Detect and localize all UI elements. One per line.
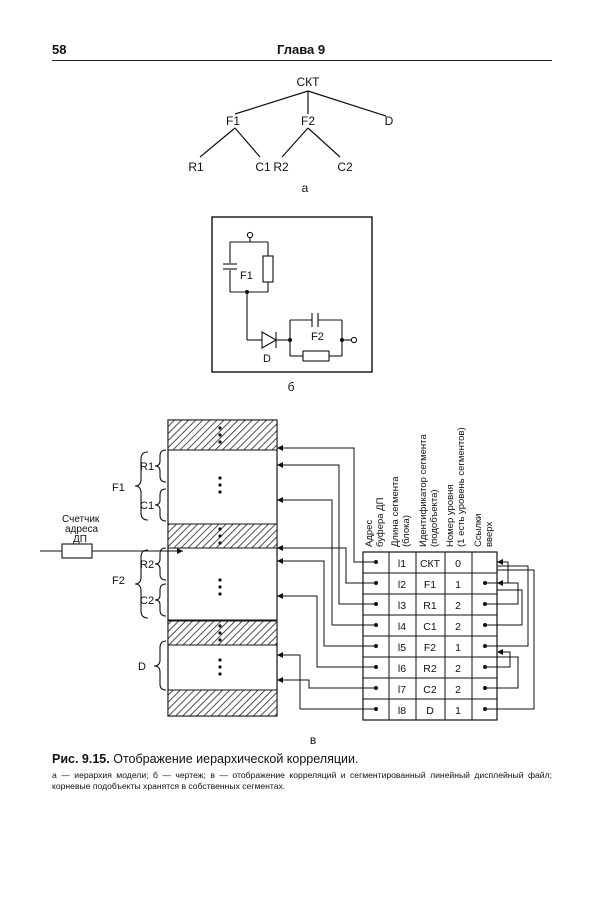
header-address-l1: Адрес	[364, 520, 375, 547]
cell-length: l7	[398, 684, 406, 696]
caption-heading: Рис. 9.15. Отображение иерархической кор…	[52, 752, 552, 767]
circuit-label-f2: F2	[311, 331, 324, 343]
cell-level: 1	[455, 642, 461, 654]
circuit-label-d: D	[263, 353, 271, 365]
circuit-frame	[211, 216, 373, 373]
caption-title: Отображение иерархической корреляции.	[113, 752, 359, 766]
cell-id: C1	[423, 621, 437, 633]
header-links-l2: вверх	[484, 522, 495, 547]
subfigure-label-b: б	[288, 380, 295, 394]
segment-table: l1 СКТ 0 l2 F1 1 l3 R1 2 l4 C1 2 l5 F2 1 l6 R2 2 l7 C2 2 l8 D 1	[362, 551, 498, 721]
tree-node-d: D	[385, 114, 394, 128]
circuit-label-f1: F1	[240, 270, 253, 282]
cell-id: R1	[423, 600, 437, 612]
cell-level: 2	[455, 621, 461, 633]
cell-level: 2	[455, 600, 461, 612]
tree-node-f2: F2	[301, 114, 315, 128]
cell-length: l3	[398, 600, 406, 612]
header-level-l2: (1 есть уровень сегментов)	[456, 427, 467, 547]
cell-id: СКТ	[420, 558, 441, 570]
brace-label-c2: C2	[140, 595, 154, 607]
cell-level: 2	[455, 684, 461, 696]
column-headers: Адрес буфера ДП Длина сегмента (блока) И…	[364, 427, 495, 547]
brace-label-c1: C1	[140, 500, 154, 512]
tree-root: СКТ	[297, 75, 321, 89]
chapter-title: Глава 9	[277, 42, 326, 57]
circuit-drawing: F1 F2 D б	[211, 216, 373, 394]
cell-level: 1	[455, 579, 461, 591]
brace-label-d: D	[138, 661, 146, 673]
display-file-column	[167, 419, 278, 717]
brace-label-r2: R2	[140, 559, 154, 571]
hierarchy-tree: СКТ F1 F2 D R1 C1 R2 C2 а	[188, 75, 393, 195]
tree-leaf-c2: C2	[337, 160, 353, 174]
cell-length: l1	[398, 558, 406, 570]
header-links-l1: Ссылки	[473, 514, 484, 547]
caption-label: Рис. 9.15.	[52, 752, 110, 766]
pointer-arrowheads	[277, 445, 378, 711]
ellipsis-dots	[218, 426, 222, 676]
cell-level: 2	[455, 663, 461, 675]
header-rule	[52, 60, 552, 61]
segment-header-d	[167, 620, 278, 646]
cell-level: 0	[455, 558, 461, 570]
segment-tail	[167, 689, 278, 717]
caption-body: а — иерархия модели; б — чертеж; в — ото…	[52, 770, 552, 791]
upward-link-markers	[483, 559, 503, 711]
cell-id: F1	[424, 579, 436, 591]
cell-id: F2	[424, 642, 436, 654]
tree-leaf-c1: C1	[255, 160, 271, 174]
counter-label-line2: адреса	[65, 524, 99, 535]
cell-length: l4	[398, 621, 406, 633]
cell-level: 1	[455, 705, 461, 717]
tree-edges	[199, 90, 387, 158]
counter-box	[61, 543, 93, 559]
counter-label-line1: Счетчик	[62, 514, 100, 525]
subfigure-label-v: в	[310, 733, 316, 747]
tree-leaf-r2: R2	[273, 160, 289, 174]
brace-label-f1: F1	[112, 482, 125, 494]
cell-length: l8	[398, 705, 406, 717]
circuit-wires	[223, 231, 358, 362]
display-file-mapping: F1 F2 D R1 C1 R2 C2 Счетчик адреса ДП	[40, 419, 535, 747]
counter-label-line3: ДП	[73, 534, 87, 545]
header-address-l2: буфера ДП	[375, 497, 386, 547]
cell-length: l2	[398, 579, 406, 591]
address-pointers	[277, 447, 376, 710]
table-rows: l1 СКТ 0 l2 F1 1 l3 R1 2 l4 C1 2 l5 F2 1 l6 R2 2 l7 C2 2 l8 D 1	[398, 558, 461, 717]
header-id-l2: (подобъекта)	[429, 489, 440, 547]
page-number: 58	[52, 42, 67, 57]
figure-caption: Рис. 9.15. Отображение иерархической кор…	[52, 752, 552, 792]
segment-header-f2	[167, 523, 278, 549]
subfigure-label-a: а	[302, 181, 309, 195]
cell-id: C2	[423, 684, 437, 696]
header-id-l1: Идентификатор сегмента	[418, 434, 429, 547]
header-length-l1: Длина сегмента	[390, 476, 401, 547]
brace-label-f2: F2	[112, 575, 125, 587]
header-length-l2: (блока)	[401, 515, 412, 547]
cell-length: l6	[398, 663, 406, 675]
brace-label-r1: R1	[140, 461, 154, 473]
braces	[134, 449, 167, 691]
cell-id: R2	[423, 663, 437, 675]
header-level-l1: Номер уровня	[445, 484, 456, 547]
segment-header-root	[167, 419, 278, 451]
cell-length: l5	[398, 642, 406, 654]
cell-id: D	[426, 705, 434, 717]
tree-node-f1: F1	[226, 114, 240, 128]
tree-leaf-r1: R1	[188, 160, 204, 174]
